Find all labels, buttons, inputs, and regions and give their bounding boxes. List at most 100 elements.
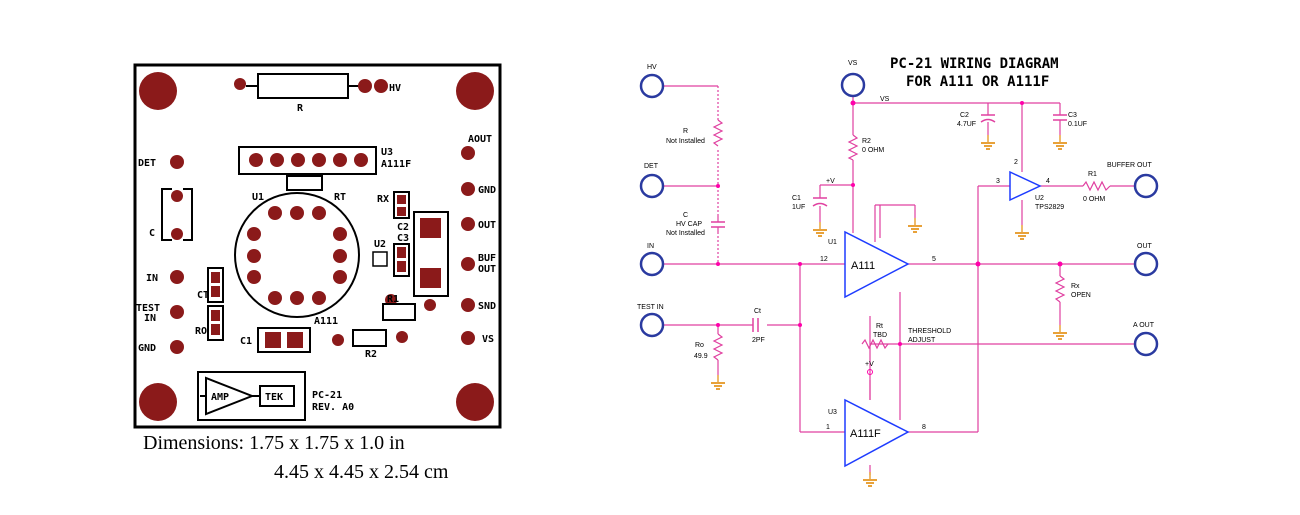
board-revision: REV. A0 (312, 402, 354, 413)
ro-label: RO (195, 326, 207, 337)
r2-value: 0 OHM (862, 147, 884, 154)
pin-label-vs: VS (482, 334, 494, 345)
pin-3: 3 (996, 178, 1000, 185)
u2-buffer-symbol (1009, 170, 1042, 202)
c2-value: 4.7UF (957, 121, 976, 128)
u3-opamp-symbol (844, 398, 910, 468)
terminal-hv (639, 73, 665, 99)
mounting-hole (456, 72, 494, 110)
buffer-out-label: BUFFER OUT (1107, 162, 1152, 169)
pin-label-aout: AOUT (468, 134, 492, 145)
ct-value: 2PF (752, 337, 765, 344)
u1-label: U1 (828, 239, 837, 246)
pin-label-in: IN (146, 273, 158, 284)
r2-label: R2 (862, 138, 871, 145)
rt-value: TBD (873, 332, 887, 339)
resistor-r-body (257, 73, 349, 99)
rx-value: OPEN (1071, 292, 1091, 299)
rt-label: RT (334, 192, 346, 203)
rx-label: RX (377, 194, 389, 205)
amp-label: AMP (211, 392, 229, 403)
terminal-a-out (1133, 331, 1159, 357)
hv-label: HV (389, 83, 401, 94)
c1-value: 1UF (792, 204, 805, 211)
a-out-label: A OUT (1133, 322, 1155, 329)
pcb-layout: R HV U3 A111F U1 RT A111 RX (133, 63, 502, 429)
c1-label: C1 (792, 195, 801, 202)
ct-label: CT (197, 290, 209, 301)
r1-value: 0 OHM (1083, 196, 1105, 203)
threshold-label-1: THRESHOLD (908, 328, 951, 335)
dimensions-line-2: 4.45 x 4.45 x 2.54 cm (274, 461, 449, 483)
c2-label: C2 (397, 222, 409, 233)
pcb-component (286, 175, 323, 191)
terminal-in (639, 251, 665, 277)
pin-label-test-in-2: IN (144, 313, 156, 324)
c2-label: C2 (960, 112, 969, 119)
in-label: IN (647, 243, 654, 250)
pin-label-buf-out-1: BUF (478, 253, 496, 264)
pad (358, 79, 372, 93)
c3-label: C3 (1068, 112, 1077, 119)
ro-value: 49.9 (694, 353, 708, 360)
pin-8: 8 (922, 424, 926, 431)
r1-label: R1 (1088, 171, 1097, 178)
u2-label: U2 (374, 239, 386, 250)
pin-label-buf-out-2: OUT (478, 264, 496, 275)
det-label: DET (644, 163, 659, 170)
u1-label: U1 (252, 192, 264, 203)
pin-4: 4 (1046, 178, 1050, 185)
pin-2: 2 (1014, 159, 1018, 166)
u3-label: U3 (828, 409, 837, 416)
a111-label: A111 (314, 316, 338, 327)
vs-label: VS (848, 60, 858, 67)
u1-socket (234, 192, 360, 318)
pin-label-gnd-r: GND (478, 185, 496, 196)
c-label: C (149, 228, 155, 239)
u1-opamp-symbol (844, 230, 910, 299)
resistor-r-label: R (297, 103, 304, 114)
pin-5: 5 (932, 256, 936, 263)
terminal-det (639, 173, 665, 199)
c1-label: C1 (240, 336, 252, 347)
board-name: PC-21 (312, 390, 342, 401)
pin-label-snd: SND (478, 301, 496, 312)
u2-label: U2 (1035, 195, 1044, 202)
rt-label: Rt (876, 323, 883, 330)
pcb-right-pins: AOUT GND OUT BUF OUT SND VS (461, 134, 496, 345)
pcb-left-pins: DET IN TEST IN GND (136, 155, 184, 354)
rx-label: Rx (1071, 283, 1080, 290)
pad (234, 78, 246, 90)
test-in-label: TEST IN (637, 304, 664, 311)
schematic-labels: HV DET IN TEST IN VS VS R Not Installed … (637, 60, 1155, 440)
c3-value: 0.1UF (1068, 121, 1087, 128)
r-label: R (683, 128, 688, 135)
u1-part: A111 (851, 260, 875, 272)
schematic-wires (664, 85, 1134, 475)
threshold-label-2: ADJUST (908, 337, 936, 344)
pin-12: 12 (820, 256, 828, 263)
schematic-title-2: FOR A111 OR A111F (906, 74, 1049, 90)
dimensions-line-1: Dimensions: 1.75 x 1.75 x 1.0 in (143, 432, 405, 454)
c3-label: C3 (397, 233, 409, 244)
pin-label-gnd: GND (138, 343, 156, 354)
schematic-capacitors (711, 114, 1067, 332)
mounting-hole (456, 383, 494, 421)
c-value: HV CAP (676, 221, 702, 228)
u3-label: U3 (381, 147, 393, 158)
plus-v-label: +V (826, 178, 835, 185)
a111f-label: A111F (381, 159, 411, 170)
ro-label: Ro (695, 342, 704, 349)
schematic: PC-21 WIRING DIAGRAM FOR A111 OR A111F (637, 56, 1159, 487)
schematic-nodes (716, 100, 1063, 375)
r2-label: R2 (365, 349, 377, 360)
u3-part: A111F (850, 428, 881, 440)
plus-v2-label: +V (865, 361, 874, 368)
pin-label-det: DET (138, 158, 156, 169)
vs-rail-label: VS (880, 96, 890, 103)
pin-label-out: OUT (478, 220, 496, 231)
pad (374, 79, 388, 93)
schematic-title-1: PC-21 WIRING DIAGRAM (890, 56, 1059, 72)
ct-label: Ct (754, 308, 761, 315)
